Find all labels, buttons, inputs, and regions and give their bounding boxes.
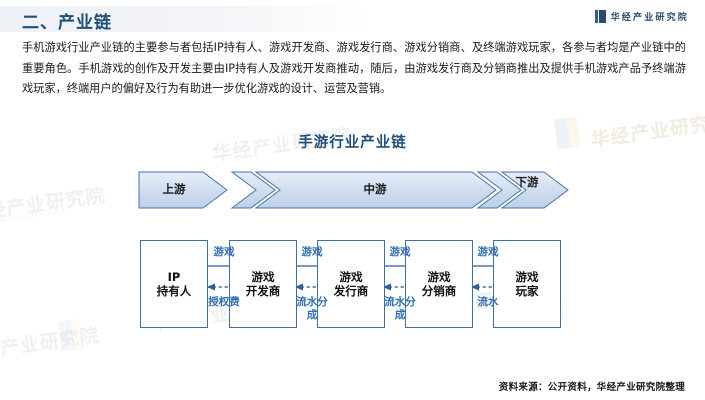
link-4-forward-label: 游戏 [477, 246, 499, 258]
link-3-forward-label: 游戏 [389, 246, 411, 258]
node-publisher-line2: 发行商 [333, 284, 369, 298]
node-player: 游戏 玩家 [493, 240, 561, 328]
stage-label-upstream: 上游 [162, 182, 186, 196]
stage-label-downstream: 下游 [515, 175, 539, 189]
stage-chevron-downstream [476, 171, 569, 209]
node-developer-line2: 开发商 [245, 284, 281, 298]
link-3-backward-label: 流水分成 [384, 296, 416, 321]
node-publisher-line1: 游戏 [339, 270, 363, 284]
link-2-forward-label: 游戏 [301, 246, 323, 258]
figure-title: 手游行业产业链 [298, 135, 407, 151]
title-band [0, 6, 372, 32]
stage-label-midstream: 中游 [363, 182, 387, 196]
page-title: 二、产业链 [22, 13, 112, 33]
node-developer: 游戏 开发商 [229, 240, 297, 328]
node-player-line1: 游戏 [515, 270, 539, 284]
link-arrows [206, 262, 506, 291]
link-1-backward-label: 授权费 [208, 296, 240, 308]
node-developer-line1: 游戏 [251, 270, 275, 284]
node-distributor-line1: 游戏 [427, 270, 451, 284]
node-distributor: 游戏 分销商 [405, 240, 473, 328]
book-mark-icon [594, 10, 606, 23]
brand-name: 华经产业研究院 [610, 13, 689, 23]
stage-chevron-upstream [138, 171, 228, 209]
stage-chevron-midstream [230, 171, 497, 209]
link-4-backward-label: 流水 [477, 296, 499, 308]
node-ip-line1: IP [167, 270, 181, 284]
node-player-line2: 玩家 [515, 284, 539, 298]
node-ip: IP 持有人 [140, 240, 208, 328]
brand-logo: 华经产业研究院 [594, 10, 689, 23]
node-ip-line2: 持有人 [156, 284, 192, 298]
node-distributor-line2: 分销商 [421, 284, 457, 298]
body-paragraph: 手机游戏行业产业链的主要参与者包括IP持有人、游戏开发商、游戏发行商、游戏分销商… [22, 41, 686, 95]
node-publisher: 游戏 发行商 [317, 240, 385, 328]
link-2-backward-label: 流水分成 [296, 296, 328, 321]
link-1-forward-label: 游戏 [213, 246, 235, 258]
figure-source: 资料来源：公开资料，华经产业研究院整理 [498, 382, 685, 393]
